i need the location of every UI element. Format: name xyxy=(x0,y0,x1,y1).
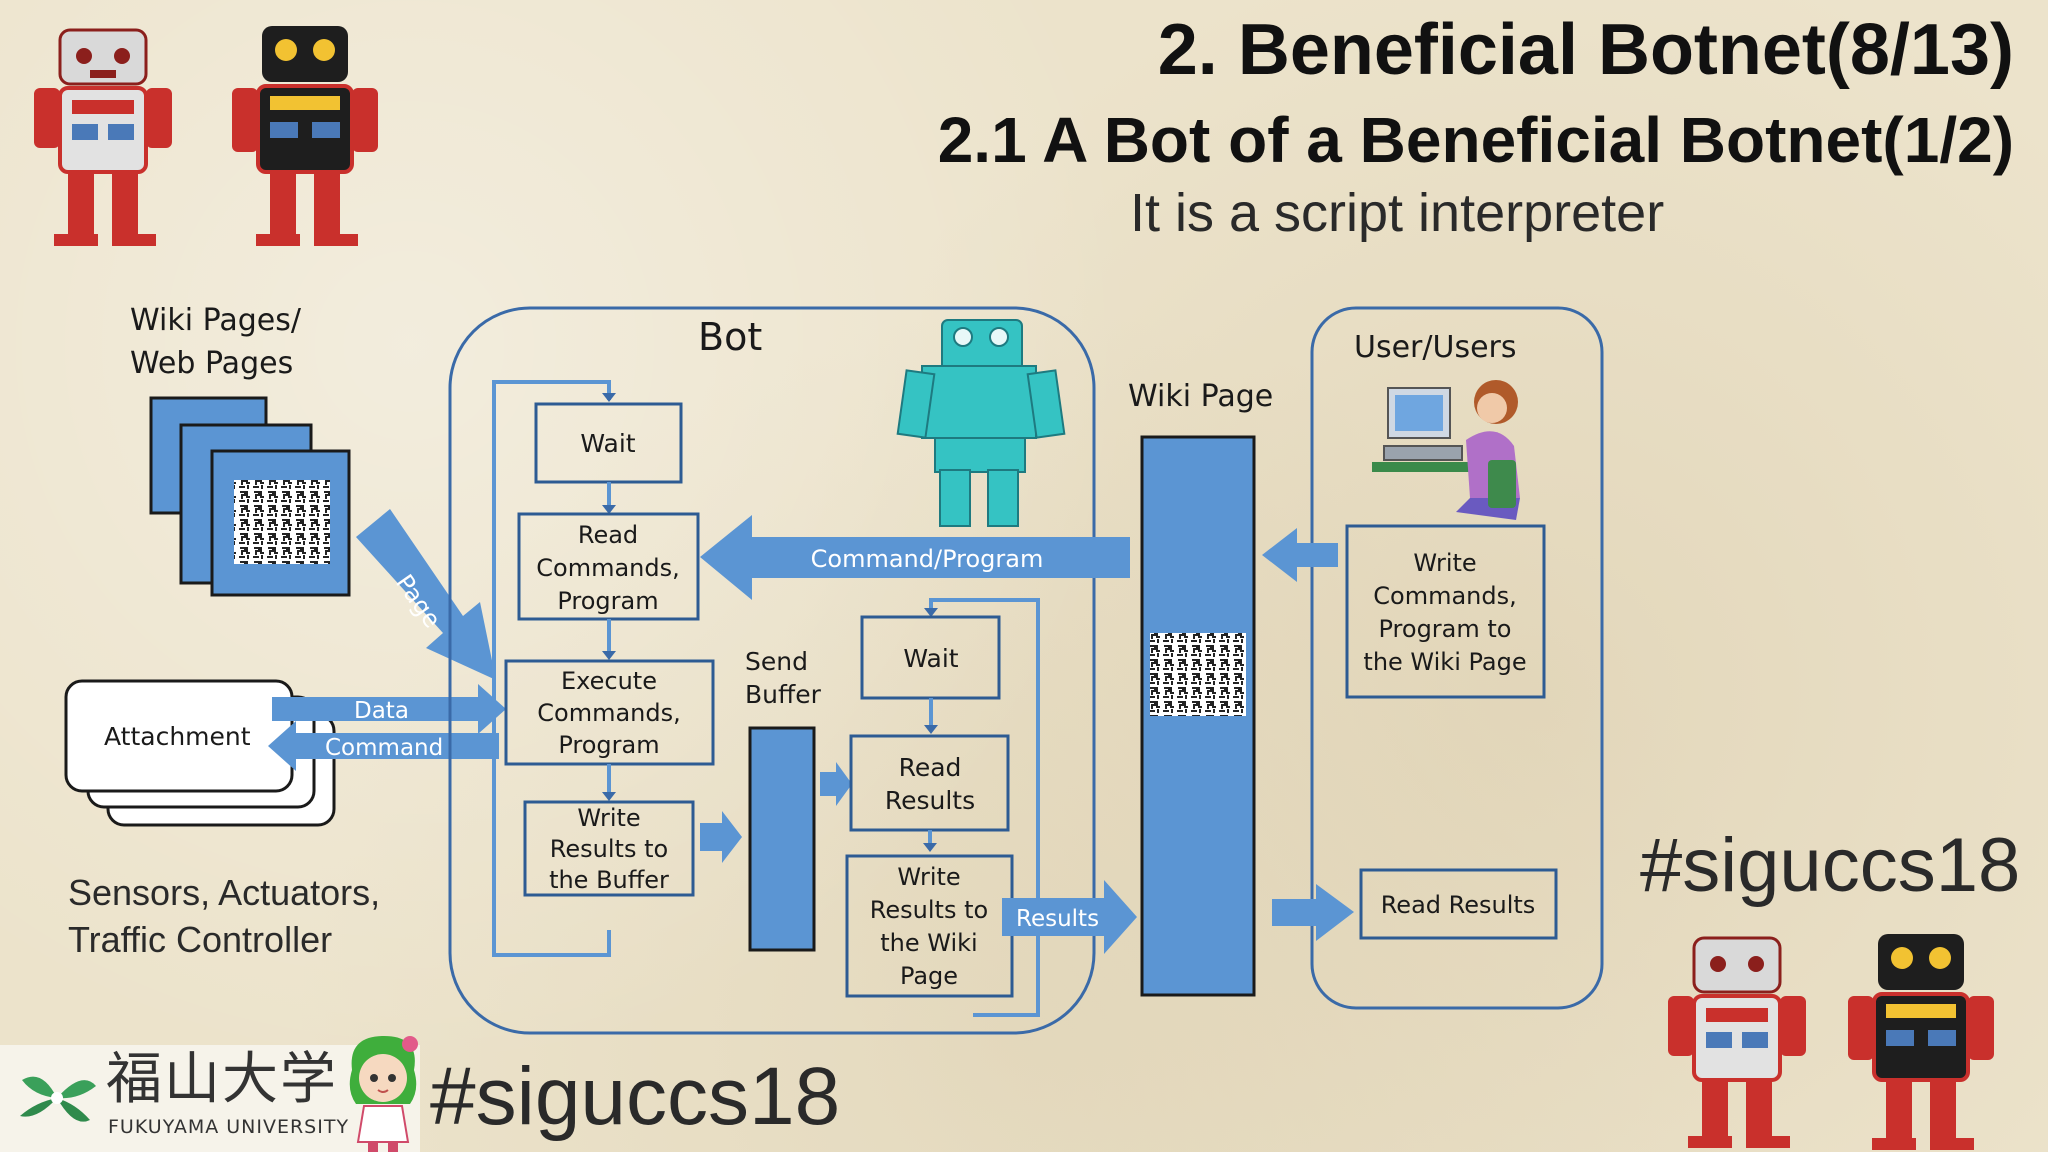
results-label: Results xyxy=(1016,906,1099,932)
qr-code-icon xyxy=(234,480,330,564)
write-buffer-line-3: the Buffer xyxy=(549,866,669,894)
write-wiki-line-4: Page xyxy=(900,962,958,990)
mascot-icon xyxy=(349,1036,418,1152)
read-results-user-label: Read Results xyxy=(1381,891,1536,919)
command-arrow xyxy=(268,721,499,771)
bot-robot-icon xyxy=(896,319,1066,527)
write-wiki-line-2: Results to xyxy=(870,896,988,924)
write-commands-line-1: Write xyxy=(1413,549,1476,577)
write-commands-line-3: Program to xyxy=(1379,615,1512,643)
read-results-box xyxy=(849,734,1010,832)
hashtag-right: #siguccs18 xyxy=(1640,823,2021,908)
command-program-arrow xyxy=(700,515,1130,600)
hashtag-bottom: #siguccs18 xyxy=(430,1051,841,1142)
wiki-to-user-arrow xyxy=(1272,884,1354,941)
bot-label: Bot xyxy=(698,315,762,359)
read-commands-line-3: Program xyxy=(557,587,658,615)
write-buffer-line-2: Results to xyxy=(550,835,668,863)
execute-commands-line-1: Execute xyxy=(561,667,657,695)
web-pages-stack xyxy=(149,396,351,597)
read-commands-line-2: Commands, xyxy=(536,554,679,582)
wiki-qr-code-icon xyxy=(1150,633,1246,716)
university-logo-icon xyxy=(20,1076,96,1122)
write-wiki-line-3: the Wiki xyxy=(880,929,977,957)
wait-label-1: Wait xyxy=(580,429,635,458)
write-commands-box xyxy=(1345,524,1546,699)
sensors-label-2: Traffic Controller xyxy=(68,919,332,960)
slide-subtitle-heading: 2.1 A Bot of a Beneficial Botnet(1/2) xyxy=(937,104,2014,176)
command-program-label: Command/Program xyxy=(811,545,1044,573)
write-commands-line-4: the Wiki Page xyxy=(1363,648,1526,676)
slide-title: 2. Beneficial Botnet(8/13) xyxy=(1157,10,2014,90)
user-to-wiki-arrow xyxy=(1262,528,1338,582)
wiki-pages-label-2: Web Pages xyxy=(130,346,293,381)
send-buffer-line-2: Buffer xyxy=(745,680,822,709)
wait-label-2: Wait xyxy=(903,644,958,673)
wiki-page-label: Wiki Page xyxy=(1128,379,1273,414)
university-name: FUKUYAMA UNIVERSITY xyxy=(108,1116,350,1138)
robot-black-icon-top-left xyxy=(232,26,378,246)
write-buffer-line-1: Write xyxy=(577,804,640,832)
read-results-user-box xyxy=(1359,868,1558,940)
robot-black-icon-bottom-right xyxy=(1848,934,1994,1150)
data-label: Data xyxy=(354,698,409,724)
data-arrow xyxy=(272,684,506,734)
buffer-to-read-arrow xyxy=(820,762,852,806)
results-arrow xyxy=(1002,880,1137,954)
write-commands-line-2: Commands, xyxy=(1373,582,1516,610)
read-commands-line-1: Read xyxy=(578,521,638,549)
robot-red-icon-bottom-right xyxy=(1668,936,1806,1148)
to-buffer-arrow xyxy=(700,811,742,863)
command-label: Command xyxy=(325,735,443,761)
send-buffer-line-1: Send xyxy=(745,647,808,676)
sub-loop-line xyxy=(929,598,1040,1017)
main-loop-line xyxy=(492,380,611,957)
sensors-label-1: Sensors, Actuators, xyxy=(68,872,380,913)
send-buffer-bar xyxy=(748,726,816,952)
slide-subtitle: It is a script interpreter xyxy=(1130,183,1665,243)
university-kanji: 福山大学 xyxy=(106,1047,338,1112)
read-results-line-2: Results xyxy=(885,786,975,815)
bot-container xyxy=(448,306,1096,1035)
footer-bar xyxy=(0,1045,420,1152)
write-wiki-line-1: Write xyxy=(897,863,960,891)
execute-commands-line-2: Commands, xyxy=(537,699,680,727)
page-arrow xyxy=(356,509,496,680)
wiki-pages-label-1: Wiki Pages/ xyxy=(130,303,302,338)
execute-commands-line-3: Program xyxy=(558,731,659,759)
user-container xyxy=(1310,306,1604,1010)
read-results-line-1: Read xyxy=(899,753,962,782)
users-label: User/Users xyxy=(1354,330,1517,365)
robot-red-icon-top-left xyxy=(34,28,172,246)
attachment-label: Attachment xyxy=(104,722,251,751)
user-at-computer-icon xyxy=(1372,380,1520,520)
write-buffer-box xyxy=(523,800,695,897)
